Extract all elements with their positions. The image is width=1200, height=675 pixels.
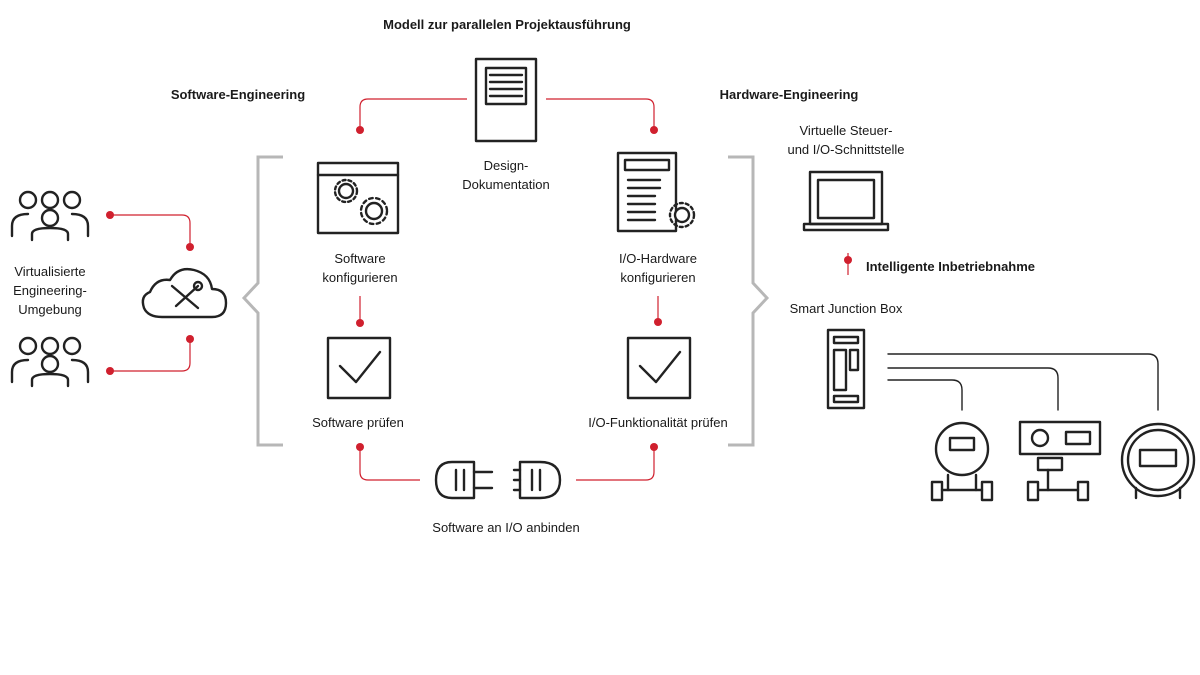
connector-lines	[110, 98, 849, 481]
virtual-controller-label: Virtuelle Steuer-und I/O-Schnittstelle	[787, 123, 905, 157]
junction-box-icon	[826, 328, 866, 410]
field-device-icon	[930, 421, 994, 502]
connector-dots	[106, 126, 852, 451]
laptop-icon	[802, 170, 890, 232]
checkbox-icon	[326, 336, 392, 400]
field-device-icon	[1018, 420, 1102, 502]
software-gear-window-icon	[316, 161, 400, 235]
document-icon	[474, 57, 538, 143]
software-engineering-heading: Software-Engineering	[170, 87, 306, 102]
left-bracket	[241, 155, 283, 447]
diagram-title: Modell zur parallelen Projektausführung	[383, 17, 631, 32]
io-hardware-gear-icon	[616, 151, 696, 233]
io-test-label: I/O-Funktionalität prüfen	[588, 415, 728, 430]
plug-connector-icon	[434, 460, 562, 500]
bind-label: Software an I/O anbinden	[432, 520, 580, 535]
design-doc-label: Design-Dokumentation	[462, 158, 550, 192]
software-test-label: Software prüfen	[312, 415, 404, 430]
cloud-tools-icon	[141, 267, 228, 319]
people-group-icon	[10, 336, 90, 388]
people-group-icon	[10, 190, 90, 242]
commissioning-label: Intelligente Inbetriebnahme	[866, 259, 1036, 274]
field-device-icon	[1120, 422, 1196, 500]
checkbox-icon	[626, 336, 692, 400]
junction-box-label: Smart Junction Box	[789, 301, 903, 316]
hardware-engineering-heading: Hardware-Engineering	[719, 87, 859, 102]
right-bracket	[728, 155, 770, 447]
device-wires	[887, 353, 1159, 411]
